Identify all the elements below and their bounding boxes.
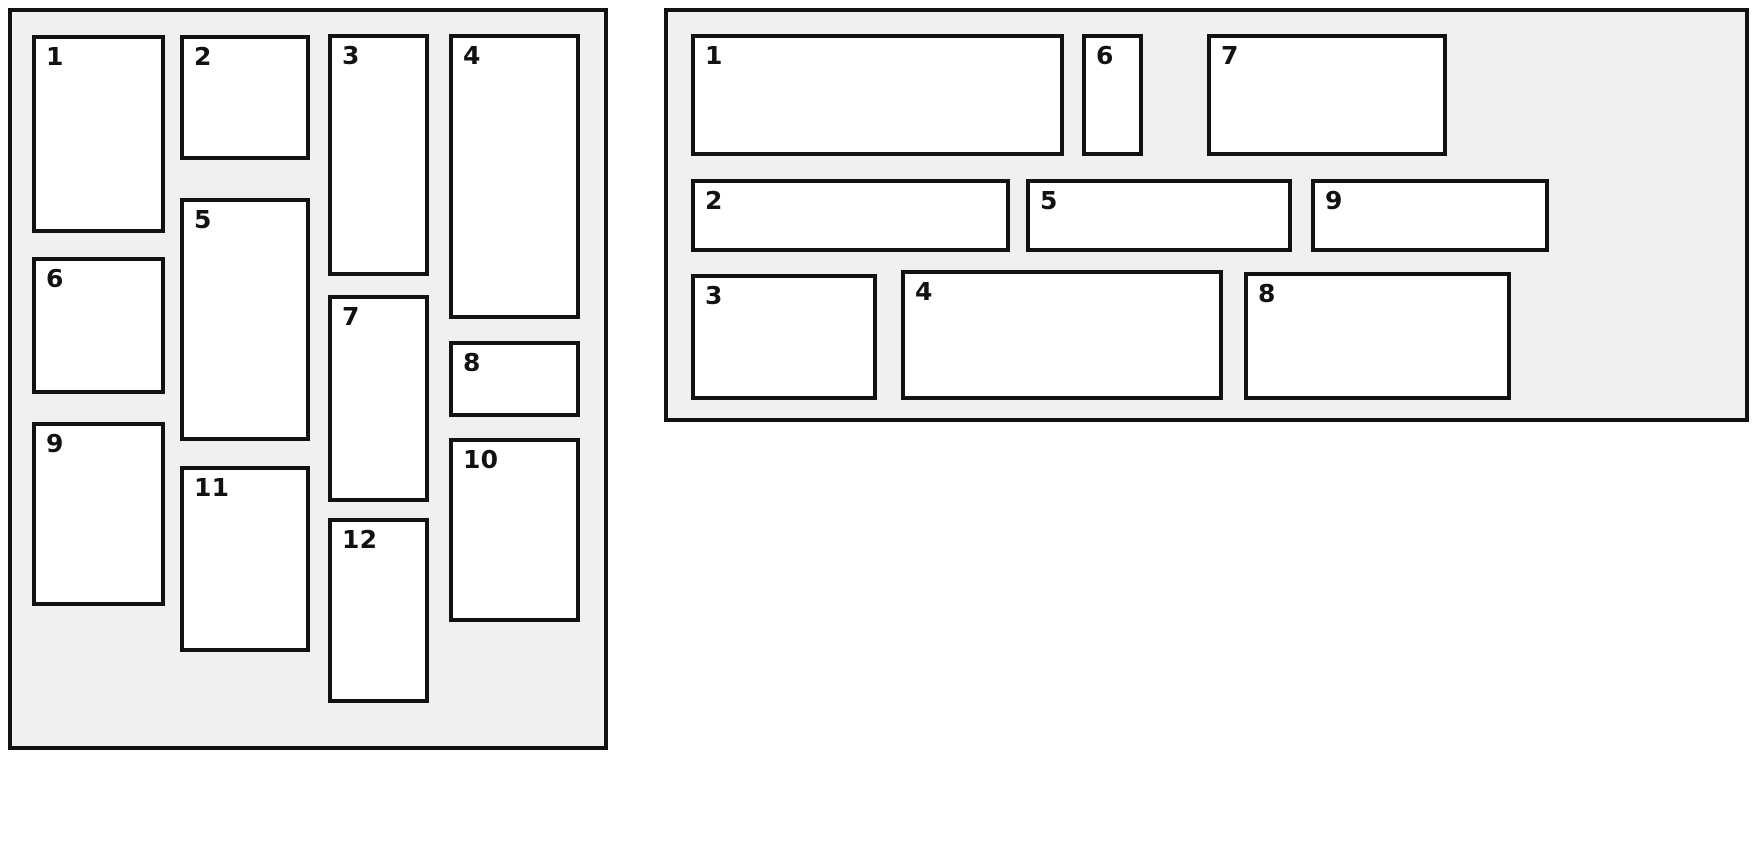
cell-1[interactable]: 1 bbox=[691, 34, 1064, 156]
cell-label: 3 bbox=[342, 41, 360, 70]
cell-11[interactable]: 11 bbox=[180, 466, 310, 652]
cell-label: 5 bbox=[194, 205, 212, 234]
cell-label: 12 bbox=[342, 525, 378, 554]
cell-label: 11 bbox=[194, 473, 230, 502]
cell-2[interactable]: 2 bbox=[180, 35, 310, 160]
cell-6[interactable]: 6 bbox=[1082, 34, 1143, 156]
cell-8[interactable]: 8 bbox=[1244, 272, 1511, 400]
cell-label: 7 bbox=[1221, 41, 1239, 70]
cell-label: 2 bbox=[194, 42, 212, 71]
cell-7[interactable]: 7 bbox=[328, 295, 429, 502]
cell-9[interactable]: 9 bbox=[32, 422, 165, 606]
cell-8[interactable]: 8 bbox=[449, 341, 580, 417]
cell-label: 1 bbox=[705, 41, 723, 70]
cell-3[interactable]: 3 bbox=[691, 274, 877, 400]
cell-5[interactable]: 5 bbox=[1026, 179, 1292, 252]
cell-6[interactable]: 6 bbox=[32, 257, 165, 394]
cell-9[interactable]: 9 bbox=[1311, 179, 1549, 252]
cell-label: 7 bbox=[342, 302, 360, 331]
cell-label: 2 bbox=[705, 186, 723, 215]
cell-label: 9 bbox=[46, 429, 64, 458]
cell-5[interactable]: 5 bbox=[180, 198, 310, 441]
cell-label: 1 bbox=[46, 42, 64, 71]
cell-12[interactable]: 12 bbox=[328, 518, 429, 703]
cell-4[interactable]: 4 bbox=[901, 270, 1223, 400]
cell-label: 4 bbox=[915, 277, 933, 306]
cell-label: 9 bbox=[1325, 186, 1343, 215]
cell-1[interactable]: 1 bbox=[32, 35, 165, 233]
right-panel: 1 6 7 2 5 9 3 4 8 bbox=[664, 8, 1749, 422]
cell-label: 8 bbox=[1258, 279, 1276, 308]
cell-2[interactable]: 2 bbox=[691, 179, 1010, 252]
cell-label: 3 bbox=[705, 281, 723, 310]
cell-label: 6 bbox=[46, 264, 64, 293]
cell-10[interactable]: 10 bbox=[449, 438, 580, 622]
cell-7[interactable]: 7 bbox=[1207, 34, 1447, 156]
cell-3[interactable]: 3 bbox=[328, 34, 429, 276]
cell-label: 6 bbox=[1096, 41, 1114, 70]
cell-label: 10 bbox=[463, 445, 499, 474]
cell-label: 5 bbox=[1040, 186, 1058, 215]
cell-label: 4 bbox=[463, 41, 481, 70]
cell-4[interactable]: 4 bbox=[449, 34, 580, 319]
cell-label: 8 bbox=[463, 348, 481, 377]
